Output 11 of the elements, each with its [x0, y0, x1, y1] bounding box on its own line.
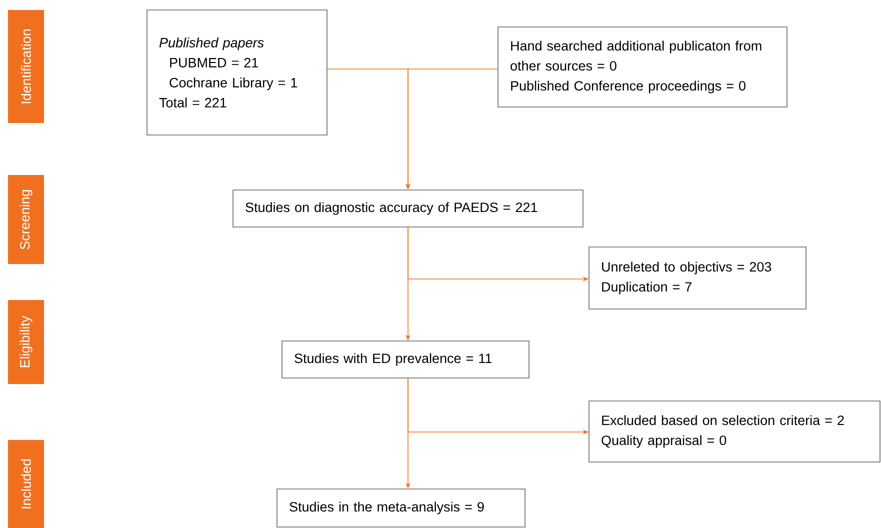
process-box: Studies with ED prevalence = 11	[282, 340, 530, 378]
stage-band: Eligibility	[8, 300, 44, 384]
stage-band: Screening	[8, 175, 44, 264]
stage-band: Identification	[8, 10, 44, 123]
process-box: Studies on diagnostic accuracy of PAEDS = 221	[232, 190, 584, 228]
process-box: Excluded based on selection criteria = 2 Quality appraisal = 0	[588, 400, 880, 462]
process-box: Hand searched additional publicaton from other sources = 0 Published Conference proceedings = 0	[498, 26, 788, 108]
stage-band: Included	[8, 440, 44, 528]
process-box: Studies in the meta-analysis = 9	[276, 488, 526, 528]
process-box: Unreleted to objectivs = 203 Duplication = 7	[588, 246, 806, 310]
process-box: Published papers PUBMED = 21 Cochrane Library = 1 Total = 221	[146, 10, 328, 136]
